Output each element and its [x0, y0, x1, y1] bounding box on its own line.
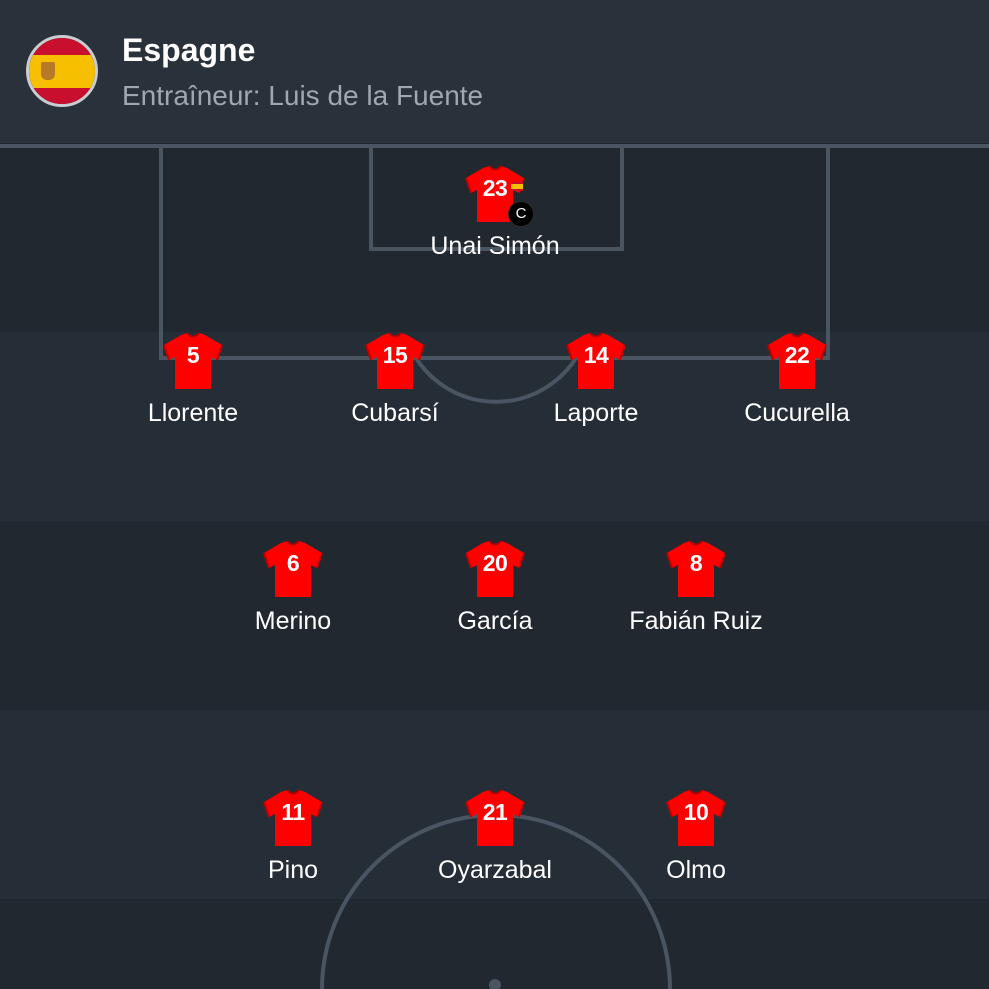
pitch	[0, 143, 989, 989]
player-name: Llorente	[147, 399, 239, 427]
shirt-number: 23	[482, 175, 508, 201]
shirt-icon: 14	[564, 332, 628, 392]
shirt-icon: 6	[261, 540, 325, 600]
shirt-icon: 10	[664, 789, 728, 849]
center-spot	[489, 979, 501, 989]
player-name: Fabián Ruiz	[629, 607, 763, 635]
penalty-box	[159, 146, 830, 360]
shirt-number: 5	[186, 342, 200, 368]
shirt-number: 14	[583, 342, 609, 368]
player-name: Oyarzabal	[438, 856, 552, 884]
player-name: Pino	[267, 856, 319, 884]
player-name: Unai Simón	[430, 232, 560, 260]
pitch-band	[0, 332, 989, 521]
shirt-icon: 22	[765, 332, 829, 392]
player-name: Cubarsí	[351, 399, 439, 427]
shirt-icon: 20	[463, 540, 527, 600]
shirt-number: 8	[689, 550, 703, 576]
player-name: García	[457, 607, 533, 635]
player-name: Merino	[254, 607, 332, 635]
team-header: Espagne Entraîneur: Luis de la Fuente	[0, 0, 989, 143]
player-name: Cucurella	[744, 399, 850, 427]
shirt-number: 21	[482, 799, 508, 825]
shirt-icon: 21	[463, 789, 527, 849]
penalty-arc	[414, 356, 578, 404]
player-name: Olmo	[666, 856, 726, 884]
captain-badge: C	[508, 201, 534, 227]
shirt-number: 10	[683, 799, 709, 825]
goal-box	[369, 146, 624, 251]
team-name: Espagne	[122, 32, 256, 68]
shirt-number: 6	[286, 550, 300, 576]
shirt-number: 15	[382, 342, 408, 368]
shirt-icon: 8	[664, 540, 728, 600]
shirt-icon: 15	[363, 332, 427, 392]
shirt-number: 20	[482, 550, 508, 576]
flag-patch-icon	[511, 182, 523, 191]
spain-flag-icon	[26, 35, 98, 107]
shirt-icon: 11	[261, 789, 325, 849]
pitch-band	[0, 899, 989, 989]
coach-label: Entraîneur: Luis de la Fuente	[122, 80, 484, 111]
shirt-number: 11	[281, 799, 305, 825]
shirt-icon: 5	[161, 332, 225, 392]
shirt-number: 22	[784, 342, 810, 368]
player-name: Laporte	[553, 399, 639, 427]
